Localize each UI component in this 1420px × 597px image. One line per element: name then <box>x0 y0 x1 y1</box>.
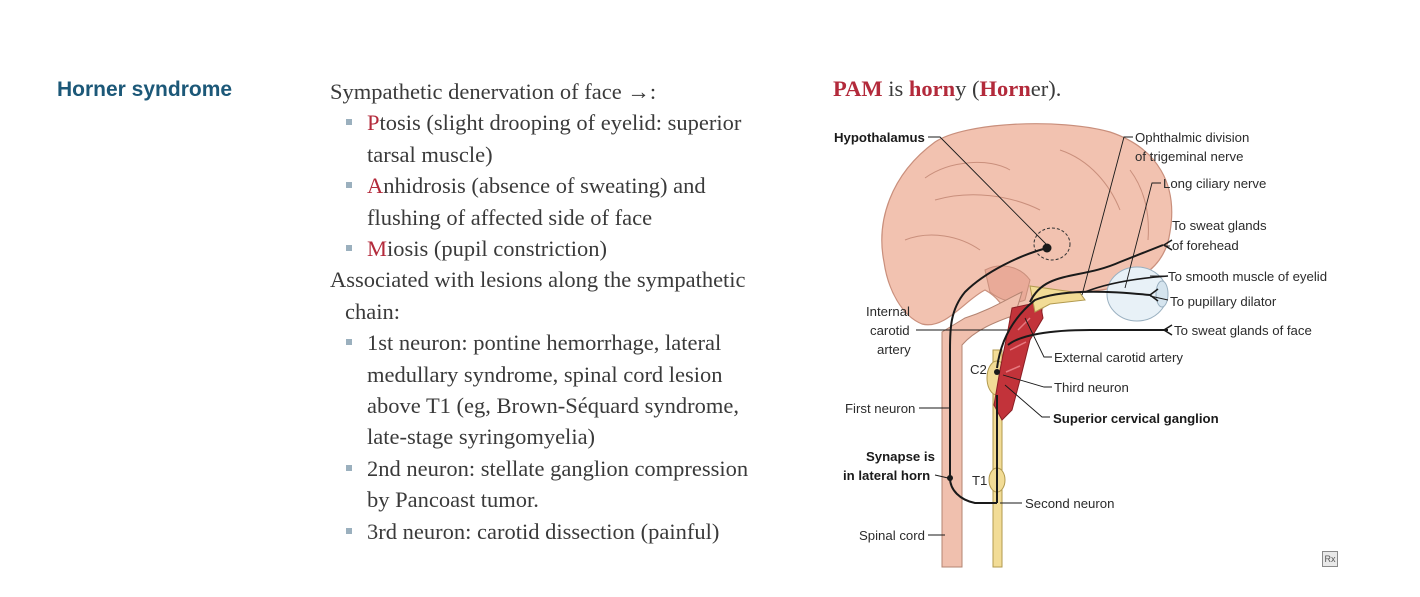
arrow-icon <box>1162 324 1173 336</box>
sign-miosis: Miosis (pupil constriction) <box>330 233 800 264</box>
mnemonic-acronym: PAM <box>833 76 883 101</box>
eyelid-pathway <box>1084 275 1169 293</box>
label-pupillary-dilator: To pupillary dilator <box>1170 294 1277 309</box>
label-sweat-forehead: To sweat glands <box>1172 218 1267 233</box>
label-external-carotid: External carotid artery <box>1054 350 1183 365</box>
label-first-neuron: First neuron <box>845 401 915 416</box>
lesion-first-neuron-cont: medullary syndrome, spinal cord lesion <box>367 361 723 387</box>
associated-cont: chain: <box>345 298 400 324</box>
label-hypothalamus: Hypothalamus <box>834 130 925 145</box>
leader-line <box>934 474 949 479</box>
leader-line <box>928 136 1047 245</box>
mnemonic-highlight: horn <box>908 76 956 101</box>
mnemonic-text: is <box>882 76 909 101</box>
lesion-second-neuron: 2nd neuron: stellate ganglion compressio… <box>330 453 800 484</box>
mnemonic-highlight: Horn <box>979 76 1031 101</box>
lesion-first-neuron-cont: late-stage syringomyelia) <box>367 424 596 450</box>
lesion-first-neuron: 1st neuron: pontine hemorrhage, lateral <box>330 327 800 358</box>
lesion-second-neuron-cont: by Pancoast tumor. <box>367 487 539 513</box>
leader-line <box>1124 182 1161 289</box>
leader-line <box>1081 136 1133 296</box>
face-sweat-pathway <box>1007 329 1168 346</box>
label-ophthalmic: Ophthalmic division <box>1135 130 1249 145</box>
lesion-third-neuron: 3rd neuron: carotid dissection (painful) <box>330 516 800 547</box>
third-neuron-pathway <box>996 290 1151 369</box>
scg-synapse <box>994 369 1000 375</box>
sign-letter: P <box>367 110 380 136</box>
intro-line: Sympathetic denervation of face →: <box>330 79 657 104</box>
mnemonic-text: er). <box>1030 76 1062 101</box>
eye-lens <box>1155 280 1169 308</box>
lateral-horn-synapse <box>947 475 953 481</box>
rx-icon: Rx <box>1322 551 1338 567</box>
sign-anhidrosis: Anhidrosis (absence of sweating) and <box>330 170 800 201</box>
first-neuron-pathway <box>949 247 1048 504</box>
lesion-first-neuron-cont: above T1 (eg, Brown-Séquard syndrome, <box>367 393 739 419</box>
sign-letter: M <box>367 236 388 262</box>
forehead-pathway <box>1029 244 1164 303</box>
label-internal-carotid: Internal <box>866 304 910 319</box>
brain-fold <box>904 149 1149 251</box>
arrow-icon <box>1148 288 1159 302</box>
label-internal-carotid: carotid <box>870 323 910 338</box>
label-third-neuron: Third neuron <box>1054 380 1129 395</box>
label-synapse: in lateral horn <box>843 468 930 483</box>
sign-letter: A <box>367 173 384 199</box>
label-long-ciliary: Long ciliary nerve <box>1163 176 1266 191</box>
label-spinal-cord: Spinal cord <box>859 528 925 543</box>
label-c2: C2 <box>970 362 987 377</box>
associated-line: Associated with lesions along the sympat… <box>330 267 746 293</box>
arrow-icon <box>1162 239 1173 251</box>
label-smooth-muscle: To smooth muscle of eyelid <box>1168 269 1327 284</box>
label-synapse: Synapse is <box>866 449 935 464</box>
sign-ptosis-cont: tarsal muscle) <box>367 141 493 167</box>
label-superior-cervical-ganglion: Superior cervical ganglion <box>1053 411 1219 426</box>
carotid-artery-stripe <box>1005 317 1031 373</box>
leader-lines <box>916 136 1170 536</box>
sign-text: tosis (slight drooping of eyelid: superi… <box>379 110 742 136</box>
sign-text: iosis (pupil constriction) <box>387 236 607 262</box>
label-sweat-face: To sweat glands of face <box>1174 323 1312 338</box>
section-heading: Horner syndrome <box>57 78 233 101</box>
hypothalamus-region <box>1033 227 1071 261</box>
carotid-artery-illustration <box>993 301 1044 421</box>
description-text: Sympathetic denervation of face →: Ptosi… <box>330 76 800 547</box>
label-t1: T1 <box>972 473 987 488</box>
leader-line <box>1004 384 1050 418</box>
mnemonic-text: y ( <box>955 76 980 101</box>
leader-line <box>1002 374 1052 388</box>
sign-text: nhidrosis (absence of sweating) and <box>383 173 706 199</box>
leader-line <box>1149 295 1169 301</box>
hypothalamus-nucleus <box>1042 243 1052 253</box>
label-second-neuron: Second neuron <box>1025 496 1114 511</box>
leader-line <box>1024 317 1052 358</box>
label-sweat-forehead: of forehead <box>1172 238 1239 253</box>
label-internal-carotid: artery <box>877 342 911 357</box>
sign-anhidrosis-cont: flushing of affected side of face <box>367 204 653 230</box>
label-ophthalmic: of trigeminal nerve <box>1135 149 1243 164</box>
sign-ptosis: Ptosis (slight drooping of eyelid: super… <box>330 107 800 138</box>
mnemonic: PAM is horny (Horner). <box>833 76 1061 102</box>
